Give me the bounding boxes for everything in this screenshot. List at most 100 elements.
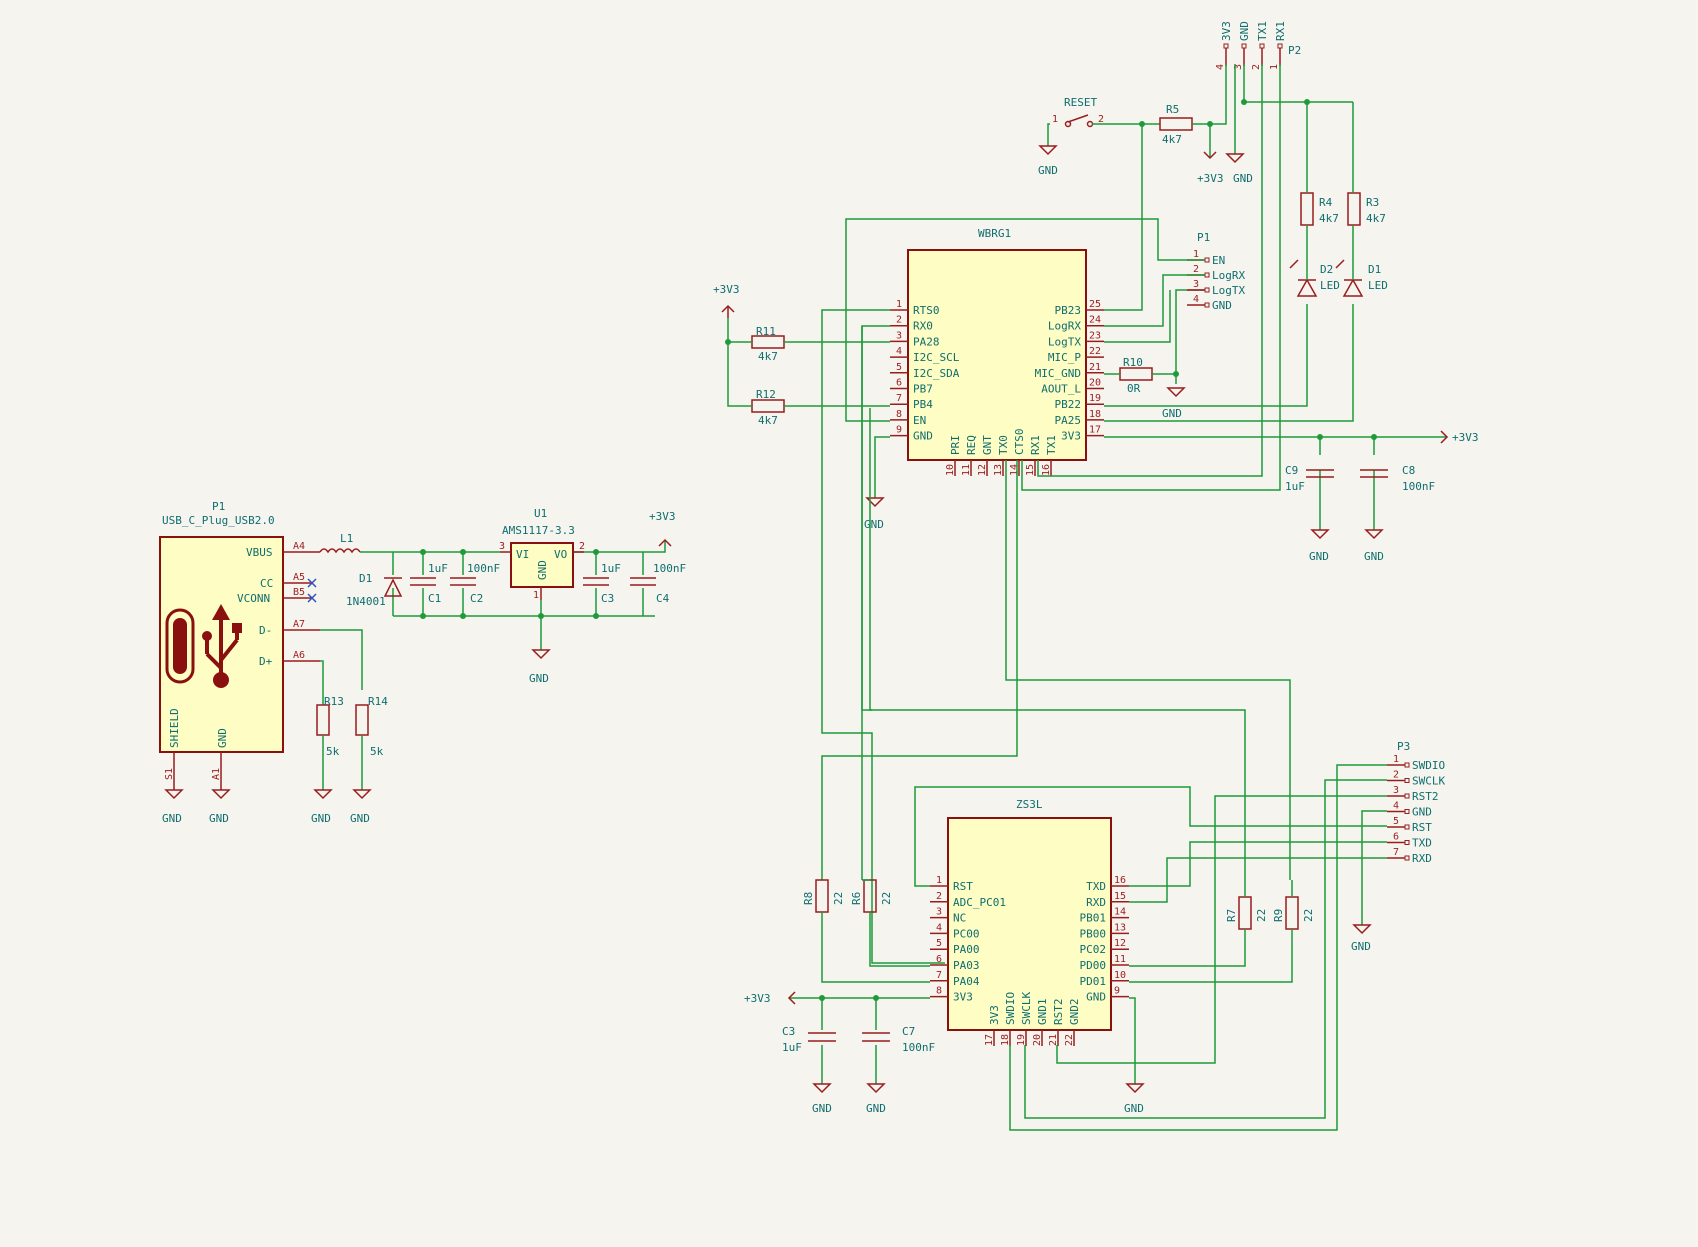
wbrg1-right-pin-num: 24	[1089, 315, 1101, 326]
wbrg1-right-pin-num: 17	[1089, 425, 1101, 436]
resistor-r14[interactable]: R14 5k	[355, 695, 388, 758]
zs3l-bottom-pin-num: 21	[1048, 1034, 1059, 1046]
pin-connector-icon	[1404, 855, 1410, 861]
wbrg1-right-pin-name: MIC_GND	[1035, 367, 1081, 380]
capacitor-c3-zs[interactable]: C3 1uF	[782, 1025, 836, 1054]
resistor-r12[interactable]: R12 4k7	[751, 388, 785, 427]
p3-pin-num: 1	[1393, 754, 1399, 765]
p1h-pin-num: 3	[1193, 279, 1199, 290]
wbrg1-bottom-pin-num: 14	[1009, 464, 1020, 476]
capacitor-c2[interactable]: 100nF C2	[450, 562, 500, 605]
wbrg1-left-pin-name: RX0	[913, 320, 933, 333]
pin-connector-icon	[1404, 809, 1410, 814]
d2-ref: D2	[1320, 263, 1333, 276]
capacitor-c4[interactable]: 100nF C4	[630, 562, 686, 605]
p3-pin-name: SWDIO	[1412, 759, 1445, 772]
capacitor-c1[interactable]: 1uF C1	[410, 562, 448, 605]
zs3l-right-pin-num: 13	[1114, 922, 1126, 933]
pin-connector-icon	[1404, 778, 1410, 783]
d1-ref: D1	[359, 572, 372, 585]
gnd-symbol: GND	[1162, 387, 1186, 420]
resistor-r10[interactable]: R10 0R	[1119, 356, 1153, 395]
r13-value: 5k	[326, 745, 340, 758]
wbrg1-right-pin-num: 25	[1089, 299, 1101, 310]
reset-pin2: 2	[1098, 114, 1104, 125]
zs3l-left-pin-num: 1	[936, 875, 942, 886]
r4-ref: R4	[1319, 196, 1333, 209]
capacitor-c7[interactable]: C7 100nF	[862, 1025, 935, 1054]
svg-text:GND: GND	[162, 812, 182, 825]
p1h-pin-name: GND	[1212, 299, 1232, 312]
svg-text:GND: GND	[1038, 164, 1058, 177]
c3b-value: 1uF	[782, 1041, 802, 1054]
resistor-r9[interactable]: R9 22	[1272, 896, 1315, 930]
u1-vo: VO	[554, 548, 567, 561]
reset-pin1: 1	[1052, 114, 1058, 125]
p1-shield-label: SHIELD	[168, 708, 181, 748]
zs3l-right-pin-name: PD01	[1080, 975, 1107, 988]
pin-connector-icon	[1223, 43, 1229, 49]
c1-value: 1uF	[428, 562, 448, 575]
diode-d1[interactable]: D1 1N4001	[346, 572, 403, 608]
svg-text:GND: GND	[1162, 407, 1182, 420]
resistor-r4[interactable]: R4 4k7	[1300, 192, 1339, 226]
wbrg1-left-pin-name: PA28	[913, 335, 940, 348]
zs3l-right-pin-num: 15	[1114, 891, 1126, 902]
led-d2[interactable]: D2 LED	[1289, 259, 1340, 297]
p2-pin-name: TX1	[1256, 21, 1269, 41]
pin-connector-icon	[1259, 43, 1265, 49]
zs3l-left-pin-num: 3	[936, 907, 942, 918]
wbrg1-left-pin-name: RTS0	[913, 304, 940, 317]
gnd-symbol: GND GND	[1309, 529, 1384, 563]
zs3l-right-pin-num: 9	[1114, 986, 1120, 997]
capacitor-c9[interactable]: C9 1uF	[1285, 464, 1334, 493]
r5-value: 4k7	[1162, 133, 1182, 146]
capacitor-c8[interactable]: C8 100nF	[1360, 464, 1435, 493]
resistor-r11[interactable]: R11 4k7	[751, 325, 785, 363]
gnd-symbol: GND GND	[311, 789, 372, 825]
resistor-r7[interactable]: R7 22	[1225, 896, 1268, 930]
svg-text:GND: GND	[812, 1102, 832, 1115]
p1-pin-num-a7: A7	[293, 619, 305, 630]
svg-text:GND: GND	[350, 812, 370, 825]
capacitor-c3[interactable]: 1uF C3	[583, 562, 621, 605]
pin-connector-icon	[1404, 840, 1410, 845]
r12-value: 4k7	[758, 414, 778, 427]
c1-ref: C1	[428, 592, 441, 605]
usb-c-connector[interactable]: P1 USB_C_Plug_USB2.0 VBUS CC VCONN D- D+…	[159, 500, 320, 790]
u1-value: AMS1117-3.3	[502, 524, 575, 537]
regulator-u1[interactable]: U1 AMS1117-3.3 VI VO GND 3 2 1	[499, 507, 585, 601]
wbrg1-bottom-pin-name: REQ	[965, 435, 978, 455]
zs3l-left-pin-name: ADC_PC01	[953, 896, 1006, 909]
p1h-ref: P1	[1197, 231, 1210, 244]
r4-value: 4k7	[1319, 212, 1339, 225]
svg-text:+3V3: +3V3	[649, 510, 676, 523]
u1-ref: U1	[534, 507, 547, 520]
gnd-symbol: GND GND	[812, 1083, 886, 1115]
resistor-r5[interactable]: R5 4k7	[1159, 103, 1193, 146]
p3-pin-num: 4	[1393, 801, 1399, 812]
led-d1[interactable]: D1 LED	[1335, 259, 1388, 297]
wbrg1-bottom-pin-num: 10	[945, 464, 956, 476]
reset-switch[interactable]: RESET 1 2	[1052, 96, 1104, 128]
p1h-pin-num: 2	[1193, 264, 1199, 275]
p2-pin-num: 2	[1251, 64, 1262, 70]
zs3l-bottom-pin-name: SWDIO	[1004, 992, 1017, 1025]
inductor-l1[interactable]: L1	[319, 532, 361, 554]
reset-ref: RESET	[1064, 96, 1097, 109]
wbrg1-left-pin-name: PB4	[913, 398, 933, 411]
gnd-symbol: GND	[1351, 924, 1372, 953]
zs3l-left-pin-num: 7	[936, 970, 942, 981]
resistor-r3[interactable]: R3 4k7	[1347, 192, 1386, 226]
resistor-r13[interactable]: R13 5k	[316, 695, 344, 758]
r14-value: 5k	[370, 745, 384, 758]
wbrg1-right-pin-name: MIC_P	[1048, 351, 1081, 364]
p1-pin-name-dplus: D+	[259, 655, 273, 668]
resistor-r8[interactable]: R8 22	[802, 879, 845, 913]
